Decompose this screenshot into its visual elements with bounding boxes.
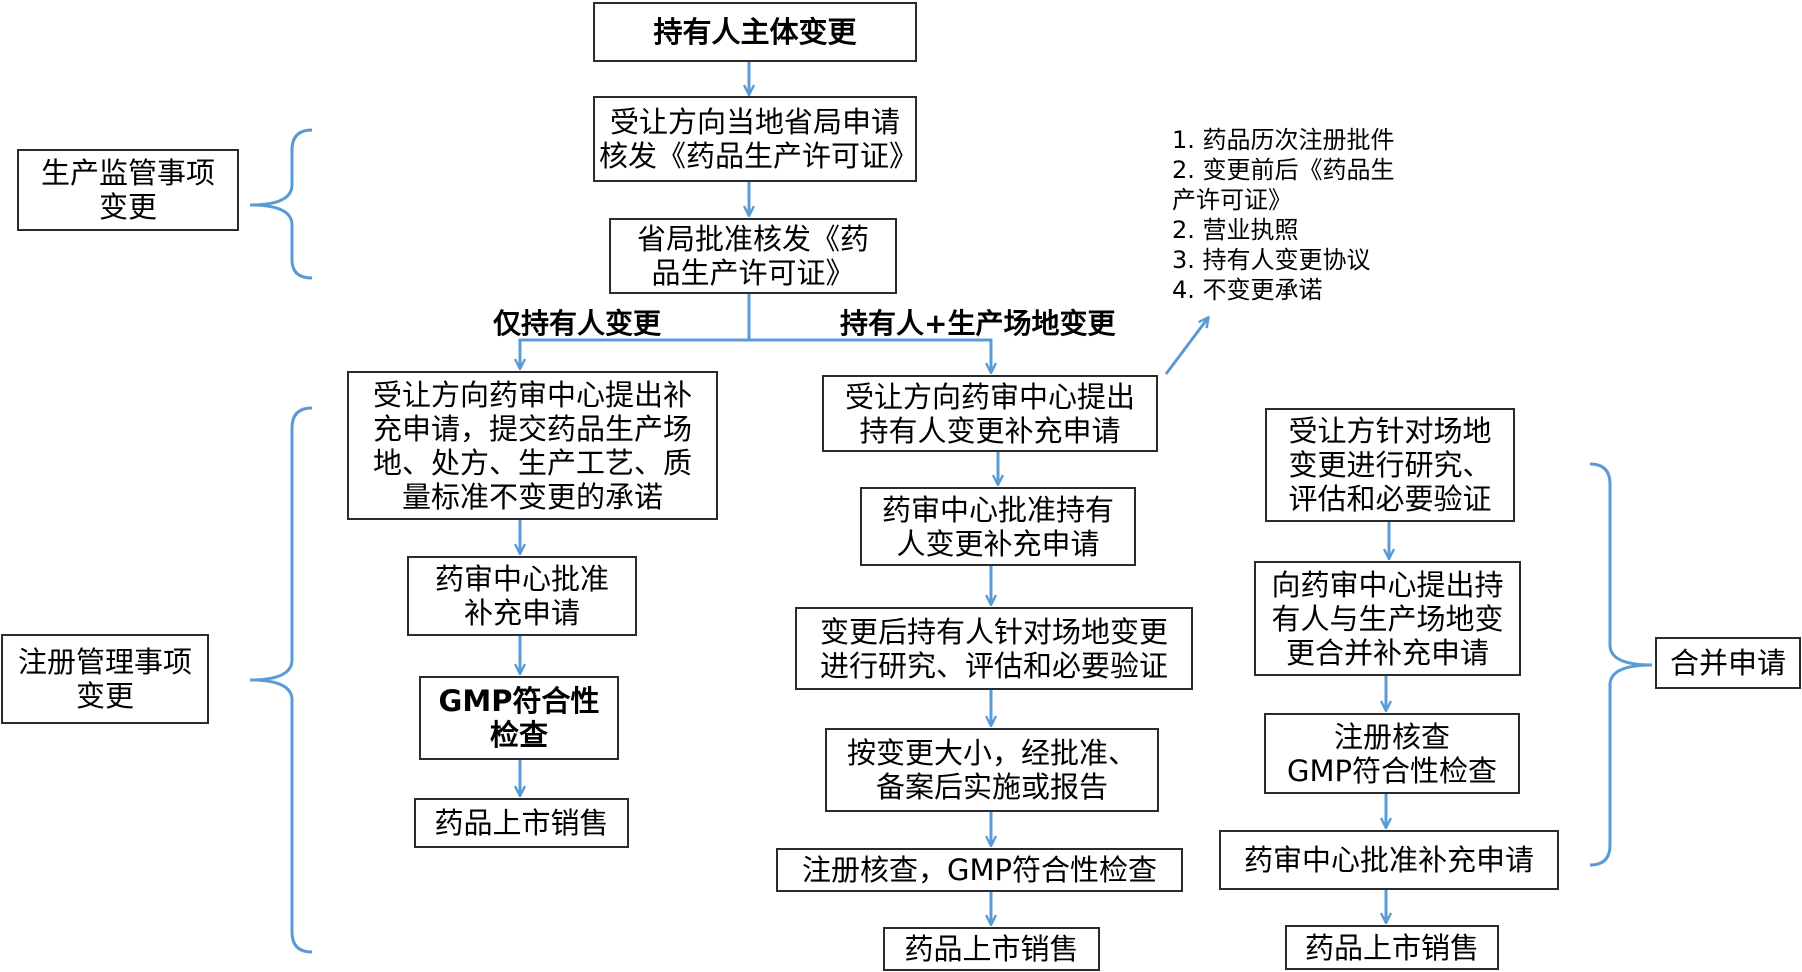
brace-registration-management [249, 406, 313, 954]
mid-step-approval-filing: 按变更大小，经批准、 备案后实施或报告 [825, 728, 1159, 812]
left-step-cde-approve: 药审中心批准 补充申请 [407, 556, 637, 636]
mid-step-market-sale: 药品上市销售 [883, 927, 1100, 971]
right-step-cde-approve: 药审中心批准补充申请 [1219, 830, 1559, 890]
arrow-to-document-list [1164, 318, 1208, 375]
merge-application-box: 合并申请 [1655, 637, 1801, 689]
right-step-market-sale: 药品上市销售 [1285, 925, 1499, 970]
production-supervision-box: 生产监管事项 变更 [17, 149, 239, 231]
right-step-site-validation: 受让方针对场地 变更进行研究、 评估和必要验证 [1265, 408, 1515, 522]
registration-management-box: 注册管理事项 变更 [1, 634, 209, 724]
left-step-submit-commitment: 受让方向药审中心提出补 充申请，提交药品生产场 地、处方、生产工艺、质 量标准不… [347, 371, 718, 520]
mid-step-registration-gmp: 注册核查，GMP符合性检查 [776, 848, 1183, 892]
left-step-market-sale: 药品上市销售 [414, 798, 629, 848]
province-approve-box: 省局批准核发《药 品生产许可证》 [609, 218, 897, 294]
right-step-registration-gmp: 注册核查 GMP符合性检查 [1264, 713, 1520, 794]
only-holder-change-label: 仅持有人变更 [493, 307, 662, 340]
right-step-combined-application: 向药审中心提出持 有人与生产场地变 更合并补充申请 [1254, 561, 1521, 676]
holder-change-box: 持有人主体变更 [593, 2, 917, 62]
mid-step-cde-approve: 药审中心批准持有 人变更补充申请 [860, 487, 1136, 566]
holder-and-site-change-label: 持有人+生产场地变更 [840, 307, 1116, 340]
apply-license-box: 受让方向当地省局申请 核发《药品生产许可证》 [593, 96, 918, 182]
left-step-gmp-check: GMP符合性 检查 [419, 676, 619, 760]
required-documents-list: 1. 药品历次注册批件 2. 变更前后《药品生 产许可证》 2. 营业执照 3.… [1172, 126, 1395, 304]
brace-merge-application [1589, 462, 1653, 867]
branch-connector [520, 294, 751, 368]
mid-step-submit-holder-change: 受让方向药审中心提出 持有人变更补充申请 [822, 375, 1158, 452]
mid-step-site-validation: 变更后持有人针对场地变更 进行研究、评估和必要验证 [795, 607, 1193, 690]
branch-connector [749, 338, 991, 372]
brace-production-supervision [249, 128, 313, 280]
